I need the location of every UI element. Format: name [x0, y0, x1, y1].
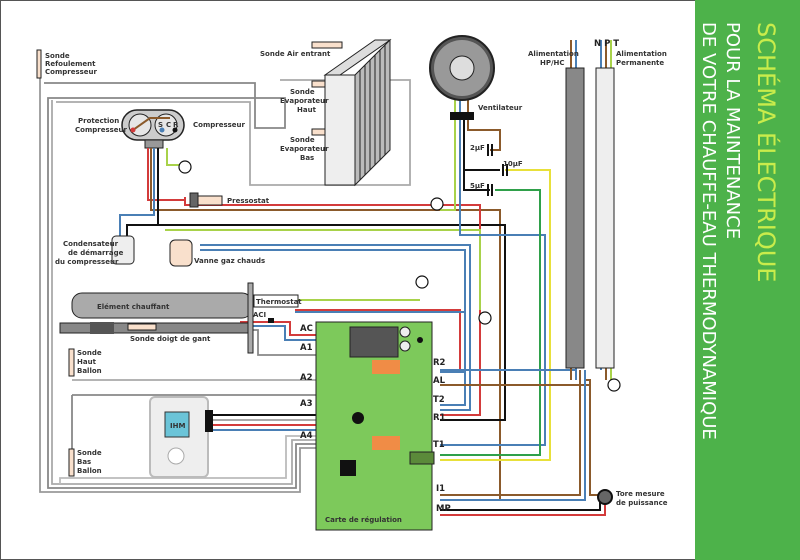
label-sonde-doigt: Sonde doigt de gant — [130, 335, 211, 343]
banner-line-2: POUR LA MAINTENANCE — [722, 22, 743, 240]
compressor: S C R — [121, 109, 185, 149]
power-torus — [597, 489, 613, 505]
label-thermostat: Thermostat — [256, 298, 302, 306]
label-cap-10: 10µF — [503, 160, 523, 168]
pin-a1: A1 — [300, 343, 313, 353]
label-alim-perm-1: Alimentation — [616, 50, 667, 58]
label-cap-5: 5µF — [470, 182, 485, 190]
pin-a2: A2 — [300, 373, 313, 383]
cable-hphc — [565, 67, 585, 369]
pin-t1: T1 — [433, 440, 445, 450]
label-npt: N P T — [594, 39, 619, 49]
label-alim-perm-2: Permanente — [616, 59, 664, 67]
pin-al: AL — [433, 376, 446, 386]
label-sonde-bas-2: Bas — [77, 458, 91, 466]
label-sonde-bas-1: Sonde — [77, 449, 102, 457]
label-evap-bas-3: Bas — [300, 154, 314, 162]
title-banner — [695, 0, 800, 560]
sonde-bas-ballon-probe — [68, 448, 75, 477]
label-ventilateur: Ventilateur — [478, 104, 523, 112]
label-sonde-haut-2: Haut — [77, 358, 97, 366]
label-evap-haut-2: Evaporateur — [280, 97, 329, 105]
label-vanne: Vanne gaz chauds — [194, 257, 265, 265]
banner-line-3: DE VOTRE CHAUFFE-EAU THERMODYNAMIQUE — [698, 22, 719, 440]
label-element: Elément chauffant — [97, 303, 170, 311]
pin-mp: MP — [436, 504, 451, 514]
ventilator — [429, 35, 495, 120]
label-condensateur-1: Condensateur — [63, 240, 119, 248]
pin-ac: AC — [300, 324, 313, 334]
label-protection-1: Protection — [78, 117, 119, 125]
pin-i1: I1 — [436, 484, 445, 494]
ihm-panel — [149, 396, 213, 478]
pin-r2: R2 — [433, 358, 446, 368]
thermostat-box — [253, 294, 299, 308]
label-evap-haut-3: Haut — [297, 106, 317, 114]
control-board — [315, 321, 435, 531]
hot-gas-valve — [169, 239, 193, 267]
sonde-haut-ballon-probe — [68, 348, 75, 377]
fan-capacitors — [487, 144, 508, 196]
label-tore-2: de puissance — [616, 499, 668, 507]
earth-symbols — [178, 160, 621, 392]
flange — [247, 282, 254, 354]
label-sonde-refoulement-3: Compresseur — [45, 68, 98, 76]
pin-s: S — [158, 121, 163, 129]
label-sonde-haut-3: Ballon — [77, 367, 102, 375]
evaporator — [323, 38, 392, 187]
banner-title: SCHÉMA ÉLECTRIQUE — [752, 22, 780, 283]
capacitor-start — [111, 235, 135, 265]
label-evap-haut-1: Sonde — [290, 88, 315, 96]
label-carte: Carte de régulation — [325, 516, 402, 524]
label-compresseur: Compresseur — [193, 121, 246, 129]
label-sonde-air: Sonde Air entrant — [260, 50, 331, 58]
label-sonde-refoulement-2: Refoulement — [45, 60, 96, 68]
sonde-refoulement-probe — [36, 49, 42, 79]
pin-a4: A4 — [300, 431, 313, 441]
pin-r1: R1 — [433, 413, 446, 423]
label-aci: ACI — [253, 311, 266, 319]
label-evap-bas-1: Sonde — [290, 136, 315, 144]
label-protection-2: Compresseur — [75, 126, 128, 134]
label-condensateur-3: du compresseur — [55, 258, 119, 266]
pin-c: C — [166, 121, 171, 129]
sonde-air-probe — [311, 41, 343, 49]
label-sonde-bas-3: Ballon — [77, 467, 102, 475]
label-condensateur-2: de démarrage — [68, 249, 124, 257]
label-cap-2: 2µF — [470, 144, 485, 152]
label-sonde-haut-1: Sonde — [77, 349, 102, 357]
label-alim-hphc-1: Alimentation — [528, 50, 579, 58]
pin-a3: A3 — [300, 399, 313, 409]
label-sonde-refoulement-1: Sonde — [45, 52, 70, 60]
cable-permanente — [595, 67, 615, 369]
label-pressostat: Pressostat — [227, 197, 270, 205]
label-evap-bas-2: Evaporateur — [280, 145, 329, 153]
label-ihm: IHM — [170, 422, 185, 430]
label-tore-1: Tore mesure — [616, 490, 665, 498]
pin-t2: T2 — [433, 395, 445, 405]
pin-r: R — [173, 121, 179, 129]
label-alim-hphc-2: HP/HC — [540, 59, 565, 67]
